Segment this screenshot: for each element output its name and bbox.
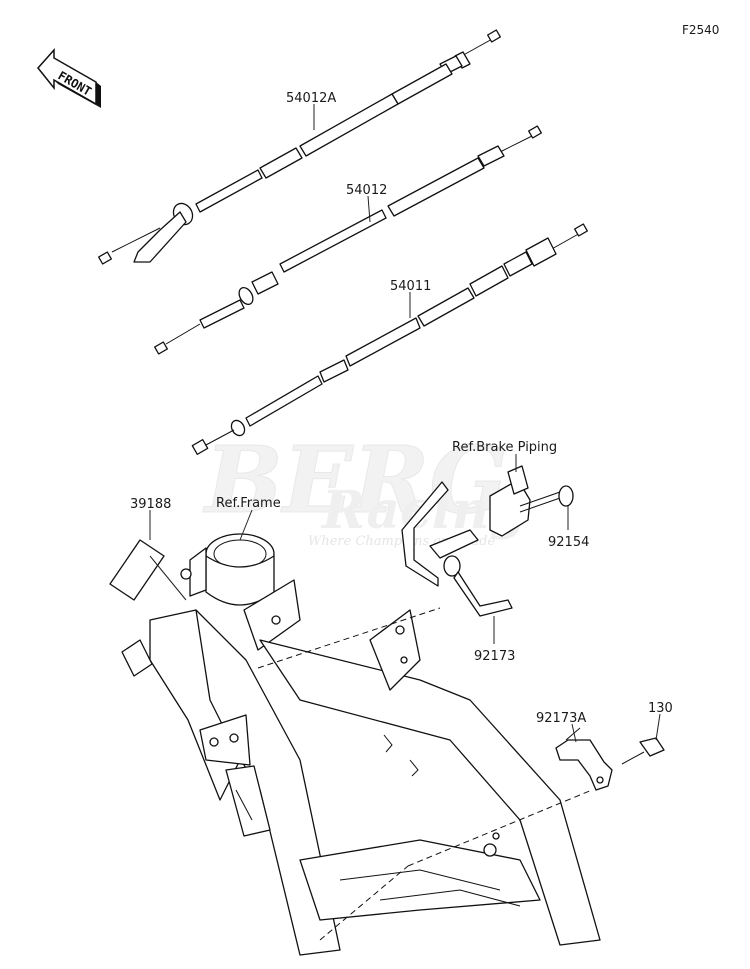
part-number-54011: 54011: [390, 279, 431, 294]
label-sticker-39188: [109, 539, 165, 601]
part-number-92173: 92173: [474, 649, 515, 664]
bolt-92154: [519, 485, 574, 513]
part-number-130: 130: [648, 701, 673, 716]
part-number-92173a: 92173A: [536, 711, 586, 726]
part-number-39188: 39188: [130, 497, 171, 512]
cable-54012a: [98, 29, 501, 265]
bracket-92173a: [555, 727, 613, 791]
cable-54011: [191, 223, 588, 455]
ref-brake-piping-label: Ref.Brake Piping: [452, 440, 557, 455]
brake-piping-holder: [489, 465, 531, 537]
front-arrow-icon: FRONT: [37, 48, 101, 108]
frame-assembly: [121, 533, 601, 956]
ref-frame-label: Ref.Frame: [216, 496, 281, 511]
clamp-92173: [401, 481, 513, 617]
part-number-54012: 54012: [346, 183, 387, 198]
cable-54012: [154, 125, 542, 355]
bolt-130: [621, 737, 665, 765]
diagram-code: F2540: [682, 23, 719, 37]
part-number-54012a: 54012A: [286, 91, 336, 106]
watermark-brand: BERG: [202, 426, 508, 534]
leader-lines: [149, 104, 661, 743]
part-number-92154: 92154: [548, 535, 589, 550]
